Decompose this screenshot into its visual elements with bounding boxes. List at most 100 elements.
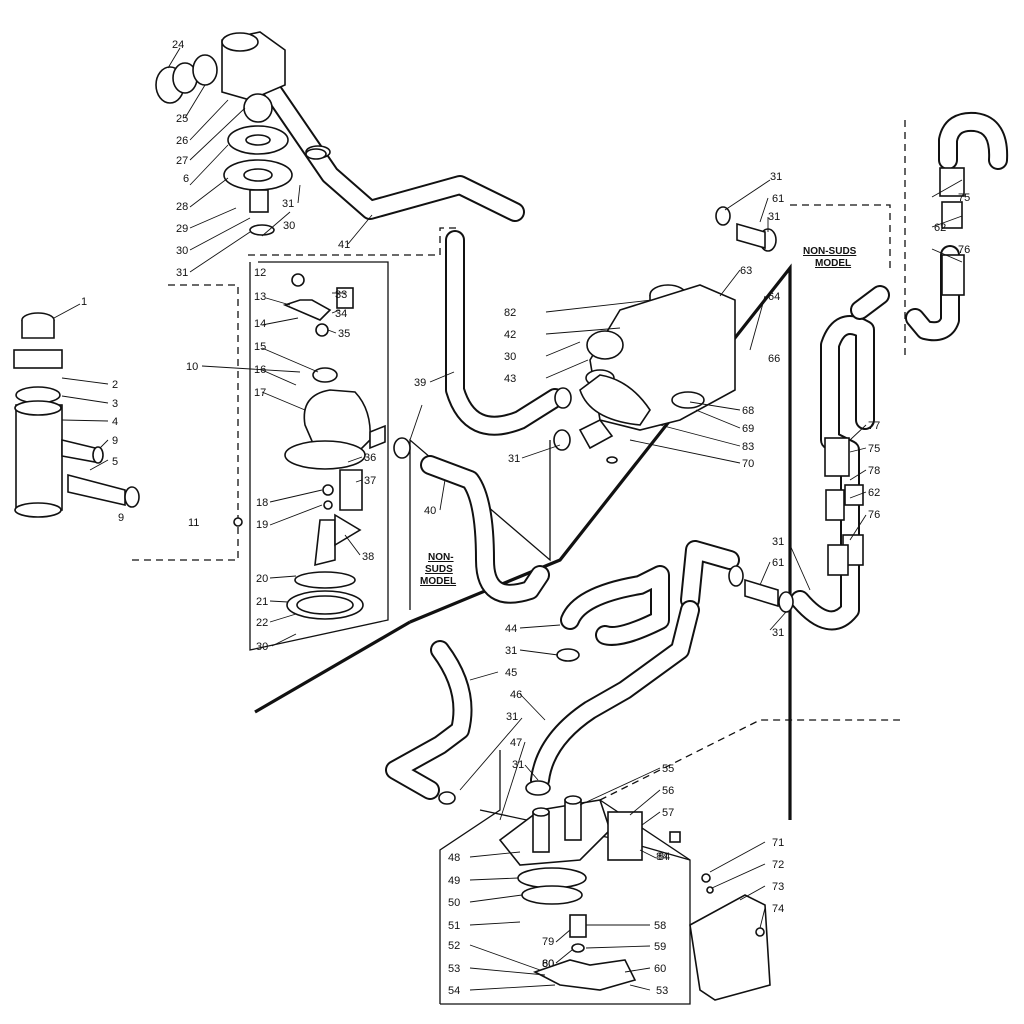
callout: 82 xyxy=(504,307,516,319)
callout: 72 xyxy=(772,859,784,871)
hoses xyxy=(255,70,1009,800)
callout: 36 xyxy=(364,452,376,464)
callout: 3 xyxy=(112,398,118,410)
callout: 70 xyxy=(742,458,754,470)
non-suds-model-note-upper: NON-SUDS MODEL xyxy=(803,246,857,269)
parts xyxy=(13,31,965,1001)
callout: 2 xyxy=(112,379,118,391)
callout: 31 xyxy=(512,759,524,771)
callout: 58 xyxy=(654,920,666,932)
callout: 78 xyxy=(868,465,880,477)
callout: 31 xyxy=(768,211,780,223)
callout: 42 xyxy=(504,329,516,341)
callout: 5 xyxy=(112,456,118,468)
callout: 61 xyxy=(772,193,784,205)
callout: 84 xyxy=(656,851,668,863)
callout: 50 xyxy=(448,897,460,909)
callout: 19 xyxy=(256,519,268,531)
callout: 12 xyxy=(254,267,266,279)
callout: 16 xyxy=(254,364,266,376)
callout: 53 xyxy=(656,985,668,997)
callout: 9 xyxy=(112,435,118,447)
callout: 75 xyxy=(868,443,880,455)
callout: 51 xyxy=(448,920,460,932)
note-line: MODEL xyxy=(815,258,851,269)
callout: 30 xyxy=(176,245,188,257)
callout: 30 xyxy=(283,220,295,232)
callout: 20 xyxy=(256,573,268,585)
callout: 10 xyxy=(186,361,198,373)
callout: 24 xyxy=(172,39,184,51)
callout: 28 xyxy=(176,201,188,213)
callout: 75 xyxy=(958,192,970,204)
callout: 77 xyxy=(868,420,880,432)
callout: 31 xyxy=(772,627,784,639)
callout: 38 xyxy=(362,551,374,563)
note-line: NON-SUDS xyxy=(803,246,857,257)
callout: 71 xyxy=(772,837,784,849)
callout: 84 xyxy=(658,851,670,863)
callout: 45 xyxy=(505,667,517,679)
callout: 26 xyxy=(176,135,188,147)
callout: 66 xyxy=(768,353,780,365)
callout: 41 xyxy=(338,239,350,251)
callout: 31 xyxy=(508,453,520,465)
callout: 61 xyxy=(772,557,784,569)
callout-labels: 1 2 3 4 5 6 9 9 10 11 12 13 14 15 16 17 … xyxy=(81,39,970,997)
callout: 22 xyxy=(256,617,268,629)
callout: 34 xyxy=(335,308,347,320)
callout: 48 xyxy=(448,852,460,864)
callout: 30 xyxy=(256,641,268,653)
callout: 31 xyxy=(772,536,784,548)
callout: 4 xyxy=(112,416,118,428)
callout: 33 xyxy=(335,289,347,301)
callout: 73 xyxy=(772,881,784,893)
note-line: NON- xyxy=(428,552,454,563)
callout: 43 xyxy=(504,373,516,385)
callout: 80 xyxy=(542,958,554,970)
callout: 69 xyxy=(742,423,754,435)
callout: 64 xyxy=(768,291,780,303)
callout: 29 xyxy=(176,223,188,235)
callout: 31 xyxy=(506,711,518,723)
callout: 79 xyxy=(542,936,554,948)
callout: 17 xyxy=(254,387,266,399)
callout: 14 xyxy=(254,318,266,330)
callout: 49 xyxy=(448,875,460,887)
callout: 63 xyxy=(740,265,752,277)
callout: 83 xyxy=(742,441,754,453)
callout: 27 xyxy=(176,155,188,167)
callout: 74 xyxy=(772,903,784,915)
callout: 76 xyxy=(958,244,970,256)
callout: 25 xyxy=(176,113,188,125)
callout: 31 xyxy=(176,267,188,279)
callout: 15 xyxy=(254,341,266,353)
callout: 31 xyxy=(505,645,517,657)
callout: 39 xyxy=(414,377,426,389)
note-line: SUDS xyxy=(425,564,453,575)
note-line: MODEL xyxy=(420,576,456,587)
callout: 11 xyxy=(188,517,199,529)
callout: 68 xyxy=(742,405,754,417)
callout: 62 xyxy=(868,487,880,499)
callout: 57 xyxy=(662,807,674,819)
callout: 56 xyxy=(662,785,674,797)
callout: 6 xyxy=(183,173,189,185)
callout: 52 xyxy=(448,940,460,952)
callout: 1 xyxy=(81,296,87,308)
callout: 62 xyxy=(934,222,946,234)
callout: 31 xyxy=(770,171,782,183)
callout: 60 xyxy=(542,958,554,970)
leader-lines xyxy=(53,47,963,991)
callout: 44 xyxy=(505,623,517,635)
callout: 54 xyxy=(448,985,460,997)
callout: 13 xyxy=(254,291,266,303)
callout: 55 xyxy=(662,763,674,775)
non-suds-model-note-lower: NON- SUDS MODEL xyxy=(420,552,456,587)
callout: 76 xyxy=(868,509,880,521)
callout: 30 xyxy=(504,351,516,363)
callout: 47 xyxy=(510,737,522,749)
callout: 46 xyxy=(510,689,522,701)
frame-lines xyxy=(130,120,906,1005)
